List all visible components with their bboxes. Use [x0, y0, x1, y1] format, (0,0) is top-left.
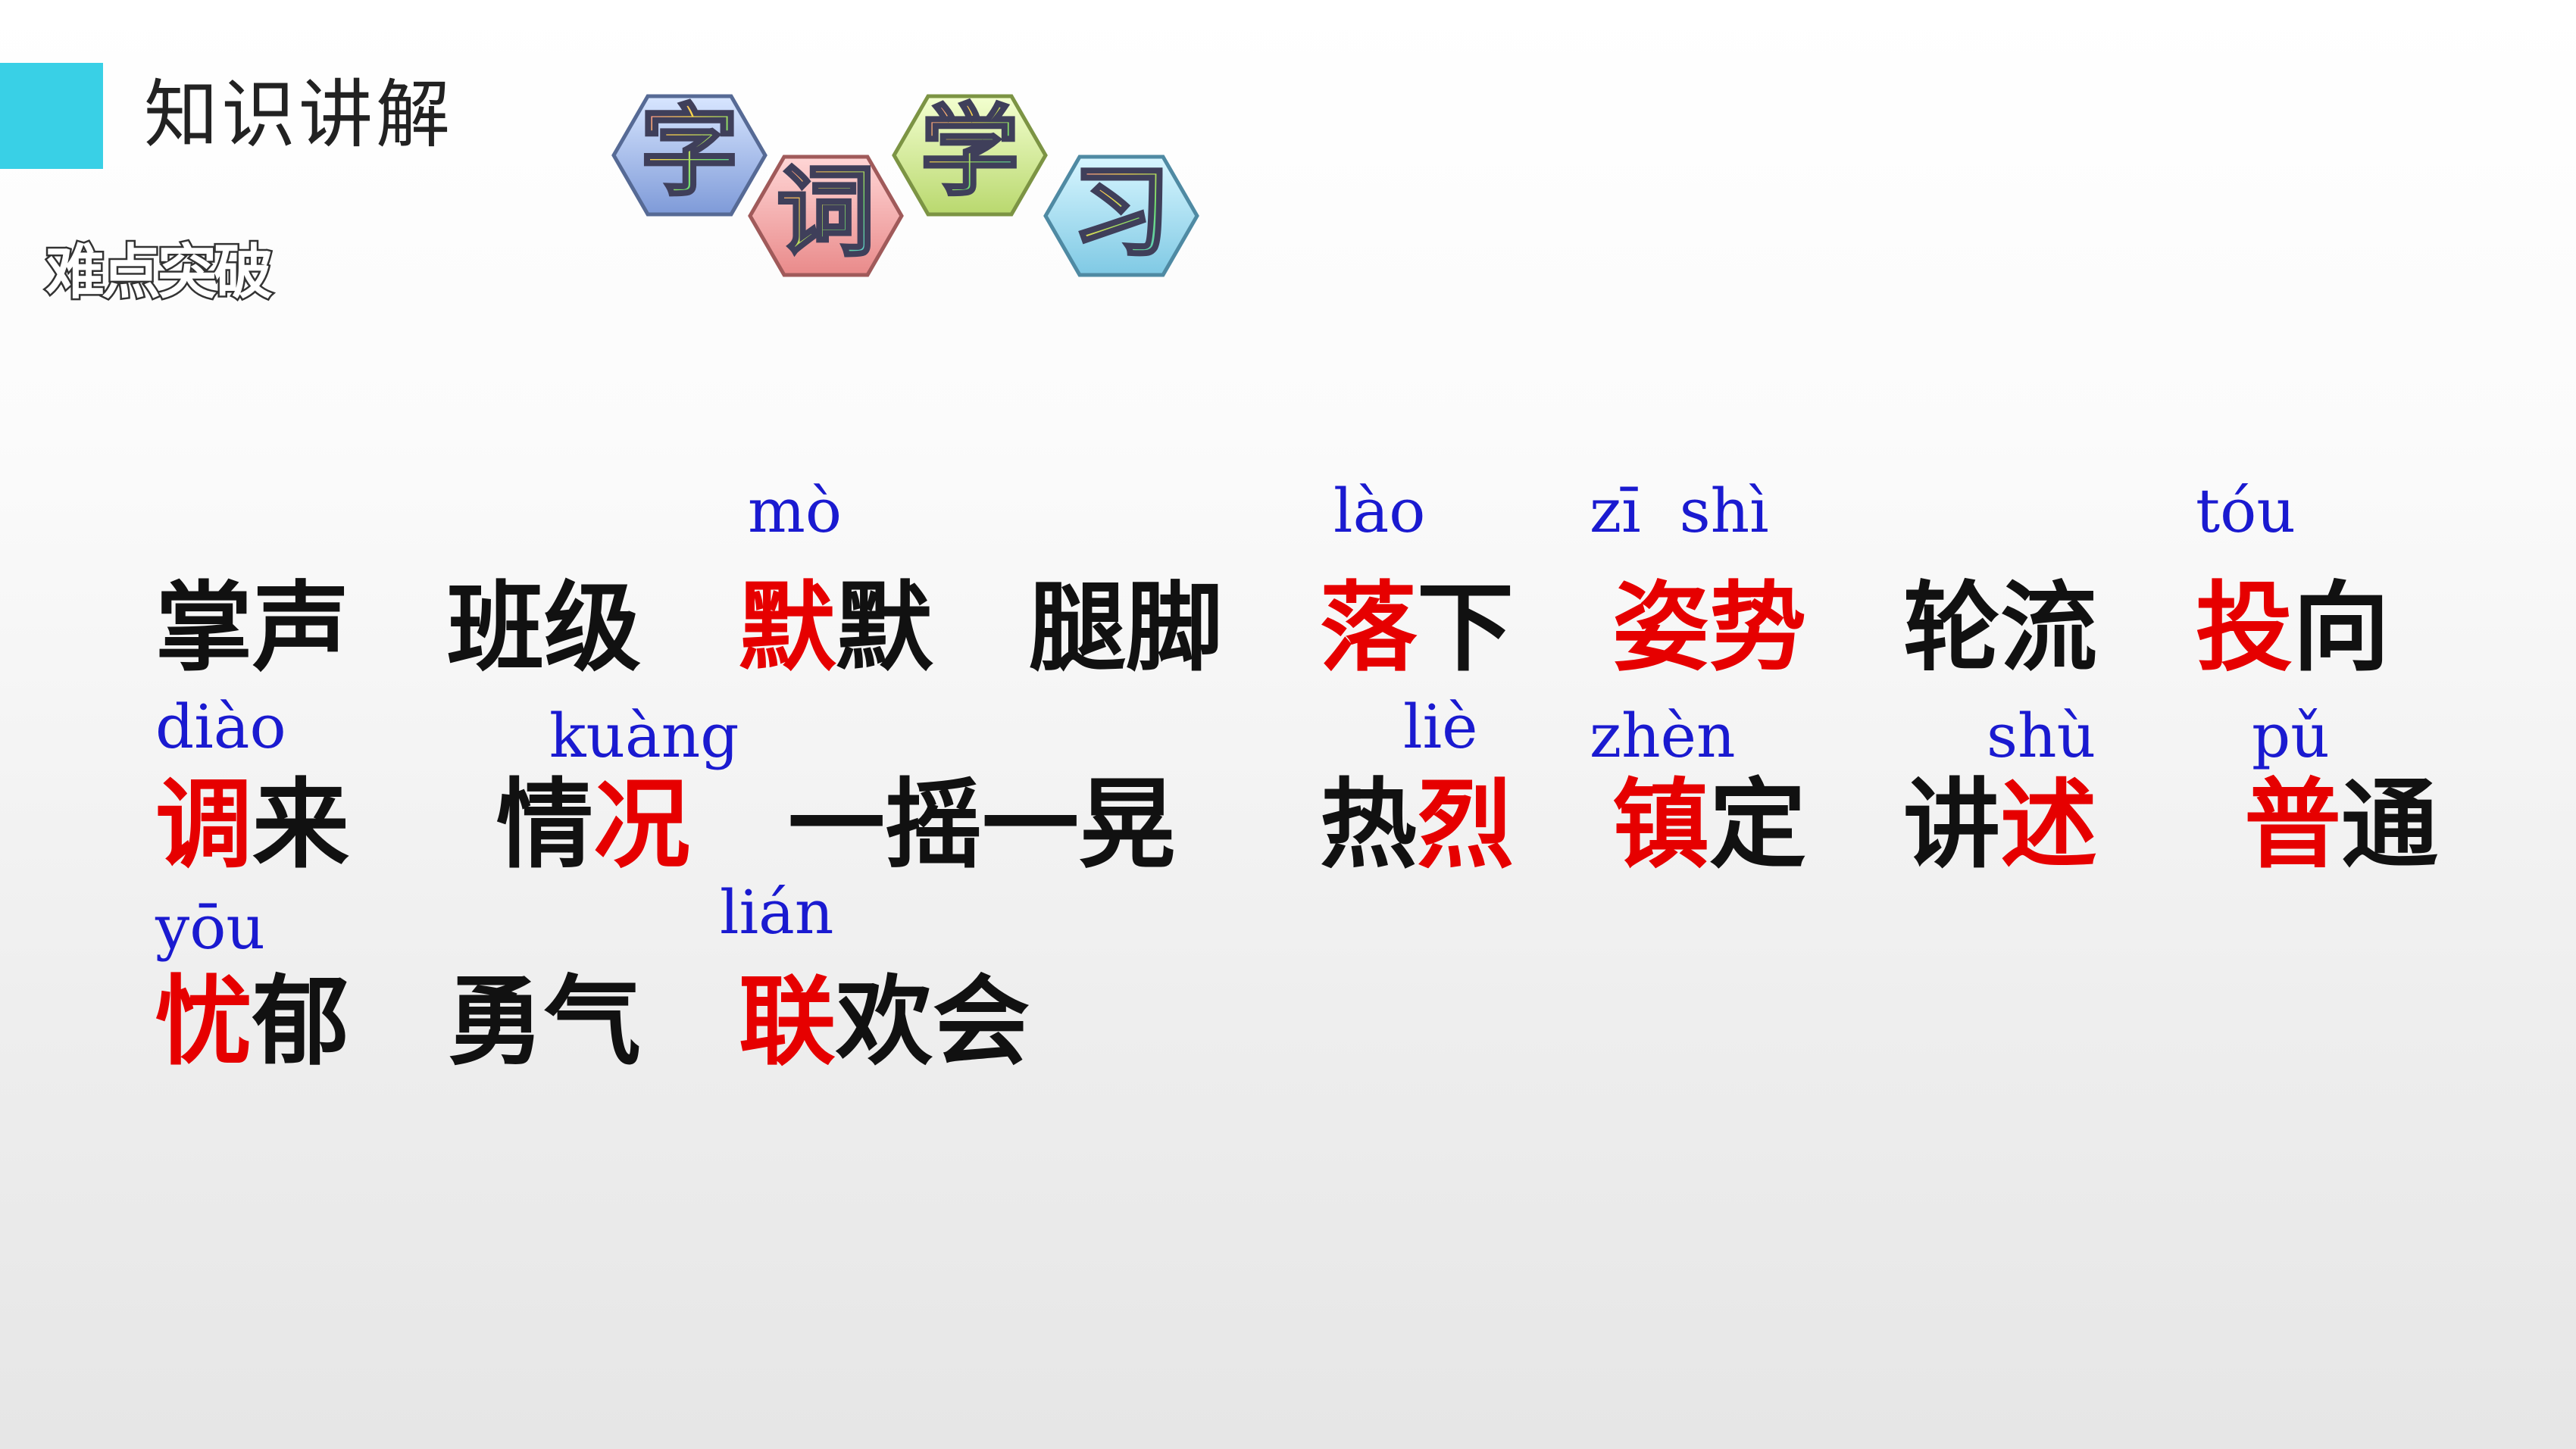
hex-tile-4 [1043, 155, 1199, 277]
hex-tile-1 [611, 94, 767, 217]
pinyin: shù [1987, 701, 2096, 771]
hex-tile-2 [748, 155, 904, 277]
logo-char-4: 习 [1072, 155, 1171, 270]
pinyin: diào [155, 692, 286, 762]
pinyin: mò [748, 476, 843, 546]
logo-char-1: 字 [640, 94, 739, 209]
pinyin: zī shì [1590, 476, 1769, 546]
pinyin: kuàng [549, 701, 739, 771]
pinyin: zhèn [1590, 701, 1736, 771]
pinyin: liè [1403, 692, 1478, 762]
logo-char-3: 学 [921, 94, 1019, 209]
section-title: 知识讲解 [144, 72, 454, 158]
pinyin: lián [720, 877, 834, 948]
hex-logo: 字 词 学 习 [611, 92, 1199, 277]
pinyin: lào [1333, 476, 1426, 546]
pinyin: tóu [2196, 476, 2296, 546]
hex-tile-3 [892, 94, 1048, 217]
accent-block [0, 63, 103, 169]
pinyin: pǔ [2252, 701, 2330, 771]
sub-title: 难点突破 [43, 237, 274, 309]
pinyin: yōu [155, 892, 265, 963]
logo-char-2: 词 [777, 155, 875, 270]
